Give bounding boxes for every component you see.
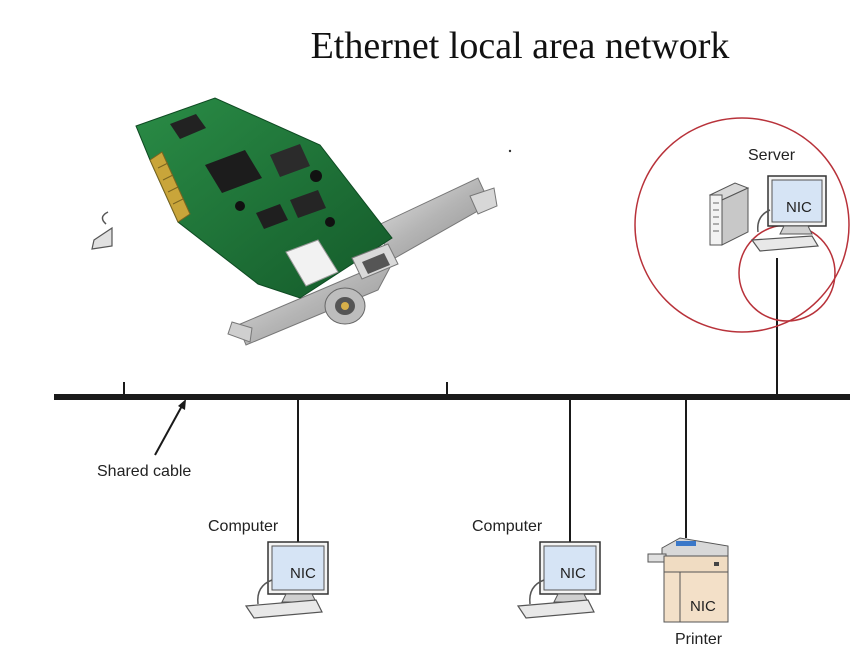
label-shared-cable: Shared cable — [97, 463, 191, 480]
computer-mid-icon — [516, 541, 601, 619]
shared-cable-bus — [54, 394, 850, 400]
label-computer-mid: Computer — [472, 518, 543, 535]
stray-dot — [508, 149, 512, 153]
label-computer-left: Computer — [208, 518, 279, 535]
shared-cable-arrowhead — [178, 399, 186, 410]
server-nic-label: NIC — [786, 199, 812, 216]
label-printer: Printer — [675, 631, 723, 648]
label-server: Server — [748, 147, 796, 164]
shared-cable-pointer — [154, 403, 184, 456]
printer-nic-label: NIC — [690, 598, 716, 615]
partial-computer-left-icon — [91, 211, 113, 250]
server-tower-icon — [708, 182, 750, 246]
diagram-title: Ethernet local area network — [310, 25, 730, 67]
network-card-image — [135, 97, 498, 346]
computer-left-icon — [244, 541, 329, 619]
server-highlight-circle — [634, 117, 850, 333]
printer-icon — [647, 537, 729, 623]
server-monitor-icon — [750, 175, 827, 252]
computer-left-nic-label: NIC — [290, 565, 316, 582]
computer-mid-nic-label: NIC — [560, 565, 586, 582]
